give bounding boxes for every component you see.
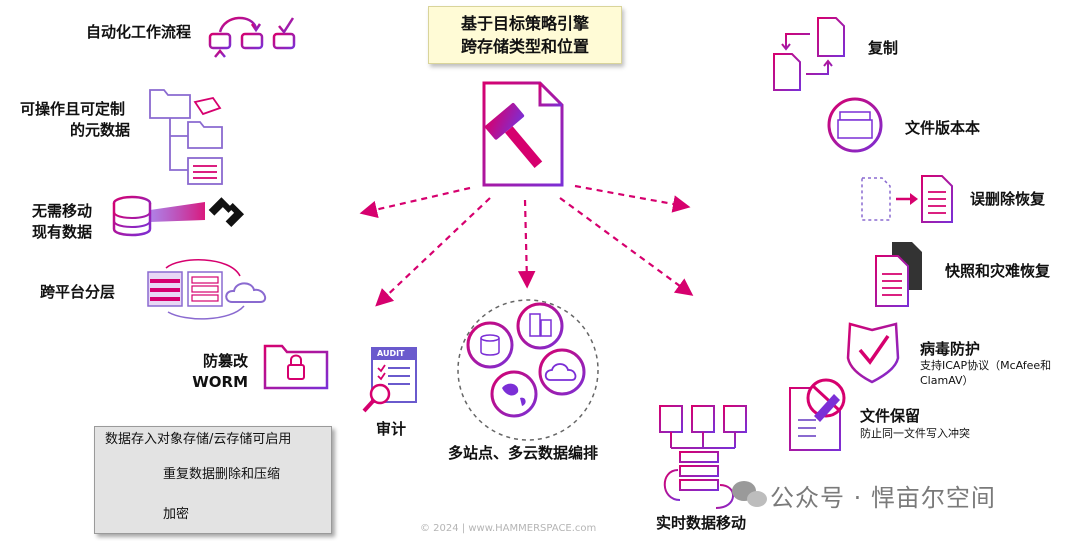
label-metadata-2: 的元数据 — [70, 121, 131, 139]
hammerspace-logo-icon — [208, 197, 245, 228]
replication-icon — [773, 17, 845, 91]
audit-icon-text: AUDIT — [377, 349, 405, 358]
label-multisite: 多站点、多云数据编排 — [448, 444, 599, 462]
label-realtime: 实时数据移动 — [656, 514, 747, 532]
arrow-down — [517, 199, 536, 289]
policy-gavel-icon — [482, 81, 564, 187]
undelete-icon — [861, 175, 953, 223]
panel-item-encryption: 加密 — [163, 507, 190, 522]
versioning-icon — [827, 97, 883, 153]
worm-lock-folder-icon — [263, 344, 329, 390]
callout-line-1: 基于目标策略引擎 — [460, 14, 589, 33]
policy-arrows — [359, 184, 694, 307]
label-replication: 复制 — [868, 39, 899, 57]
object-storage-panel: 数据存入对象存储/云存储可启用 重复数据删除和压缩 加密 — [94, 426, 332, 534]
database-icon — [112, 195, 205, 237]
footer-copyright: © 2024 | www.HAMMERSPACE.com — [420, 523, 597, 534]
label-antivirus: 病毒防护 — [920, 340, 981, 358]
realtime-movement-icon — [659, 405, 747, 509]
label-undelete: 误删除恢复 — [970, 190, 1046, 208]
label-worm-2: WORM — [192, 373, 248, 391]
label-tiering: 跨平台分层 — [40, 283, 116, 301]
multisite-cloud-icon — [457, 299, 599, 441]
label-snapshot: 快照和灾难恢复 — [945, 262, 1051, 280]
wechat-icon — [732, 481, 767, 507]
watermark: 公众号 · 悍亩尔空间 — [770, 484, 996, 512]
label-nomove-2: 现有数据 — [32, 223, 93, 241]
label-retention: 文件保留 — [860, 407, 921, 425]
panel-item-dedup: 重复数据删除和压缩 — [163, 467, 281, 482]
panel-title: 数据存入对象存储/云存储可启用 — [105, 432, 292, 447]
label-audit: 审计 — [376, 420, 407, 438]
arrow-left — [359, 186, 471, 219]
metadata-folder-icon — [149, 89, 223, 185]
callout-line-2: 跨存储类型和位置 — [460, 37, 589, 56]
label-versioning: 文件版本本 — [905, 119, 981, 137]
snapshot-icon — [875, 242, 922, 307]
audit-icon — [362, 347, 417, 413]
label-worm-1: 防篡改 — [202, 352, 248, 370]
arrow-right-down — [559, 197, 694, 296]
tiering-icon — [147, 259, 267, 320]
retention-icon — [789, 378, 846, 451]
label-antivirus-sub-1: 支持ICAP协议（McAfee和 — [920, 359, 1052, 372]
antivirus-shield-icon — [846, 322, 900, 384]
workflow-icon — [208, 16, 296, 70]
label-retention-sub: 防止同一文件写入冲突 — [860, 427, 970, 440]
arrow-left-down — [375, 197, 491, 307]
label-metadata-1: 可操作且可定制 — [20, 100, 126, 118]
label-workflow: 自动化工作流程 — [86, 23, 192, 41]
label-antivirus-sub-2: ClamAV） — [920, 374, 974, 387]
arrow-right — [574, 184, 691, 213]
label-nomove-1: 无需移动 — [32, 202, 93, 220]
policy-engine-callout: 基于目标策略引擎 跨存储类型和位置 — [428, 6, 622, 64]
